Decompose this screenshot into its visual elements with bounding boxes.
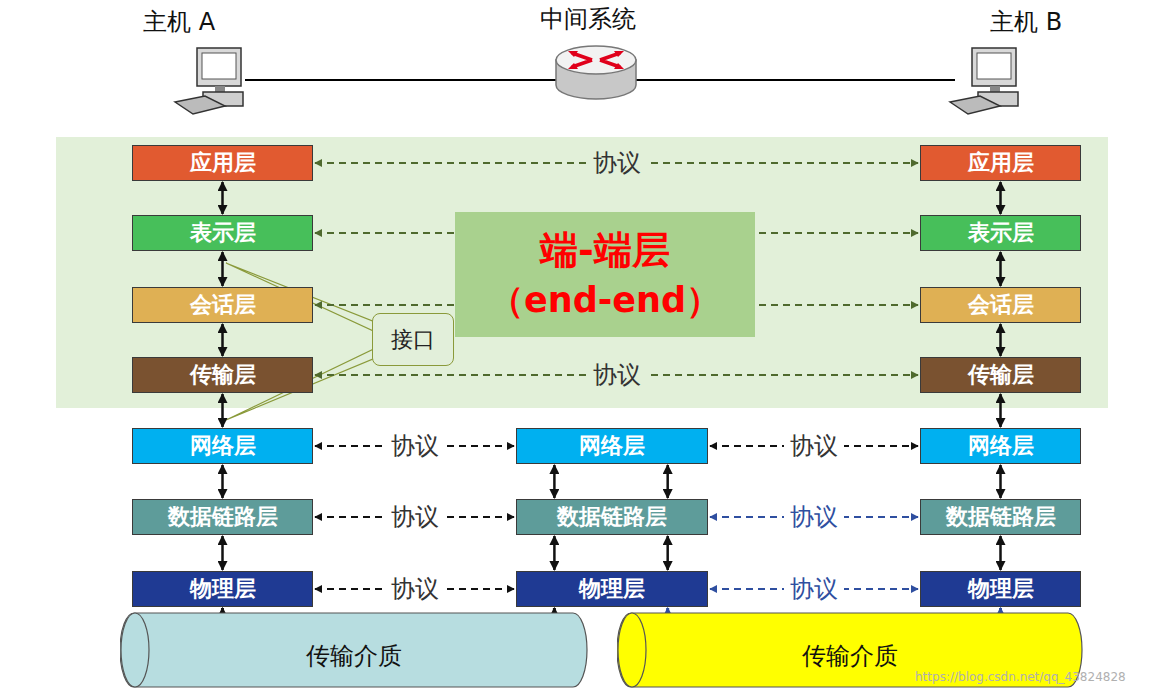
interface-arrow: [221, 324, 224, 356]
end-end-title: 端-端层: [540, 225, 670, 276]
end-end-title: （end-end）: [489, 277, 721, 324]
protocol-label: 协议: [784, 573, 844, 605]
layer-name: 物理层: [579, 574, 645, 604]
layer-box: 会话层: [132, 287, 313, 323]
layer-name: 会话层: [968, 290, 1034, 320]
layer-box: 物理层: [920, 571, 1081, 607]
layer-name: 物理层: [968, 574, 1034, 604]
layer-box: 应用层: [920, 145, 1081, 181]
layer-name: 表示层: [190, 218, 256, 248]
interface-arrow: [999, 394, 1002, 427]
host-label: 主机 A: [143, 6, 215, 38]
layer-box: 应用层: [132, 145, 313, 181]
interface-arrow: [221, 182, 224, 214]
layer-box: 数据链路层: [516, 499, 708, 535]
system-label: 中间系统: [540, 3, 636, 35]
layer-box: 数据链路层: [132, 499, 313, 535]
cylinder-body: [120, 613, 587, 687]
layer-name: 传输层: [190, 360, 256, 390]
layer-name: 会话层: [190, 290, 256, 320]
watermark: https://blog.csdn.net/qq_43824828: [915, 670, 1126, 684]
layer-name: 数据链路层: [168, 502, 278, 532]
protocol-label: 协议: [385, 430, 445, 462]
layer-box: 传输层: [132, 357, 313, 393]
layer-name: 传输层: [968, 360, 1034, 390]
cylinder-end: [121, 613, 149, 687]
cylinder-end: [618, 613, 646, 687]
interface-arrow: [999, 182, 1002, 214]
interface-callout: 接口: [372, 313, 454, 366]
interface-arrow: [553, 536, 556, 570]
layer-box: 会话层: [920, 287, 1081, 323]
layer-name: 网络层: [190, 431, 256, 461]
router-icon: [556, 46, 636, 99]
interface-arrow: [221, 394, 224, 427]
interface-arrow: [999, 324, 1002, 356]
layer-name: 物理层: [190, 574, 256, 604]
layer-box: 物理层: [516, 571, 708, 607]
protocol-label: 协议: [784, 430, 844, 462]
layer-name: 数据链路层: [946, 502, 1056, 532]
interface-arrow: [999, 465, 1002, 498]
end-end-box: 端-端层（end-end）: [455, 212, 755, 337]
protocol-label: 协议: [784, 501, 844, 533]
interface-arrow: [999, 252, 1002, 286]
medium-name: 传输介质: [306, 640, 402, 672]
layer-box: 网络层: [132, 428, 313, 464]
interface-arrow: [553, 465, 556, 498]
layer-box: 网络层: [920, 428, 1081, 464]
medium-cylinder: 传输介质: [120, 612, 588, 688]
protocol-label: 协议: [385, 573, 445, 605]
layer-name: 表示层: [968, 218, 1034, 248]
protocol-label: 协议: [587, 147, 647, 179]
layer-box: 传输层: [920, 357, 1081, 393]
host-label: 主机 B: [990, 6, 1062, 38]
protocol-label: 协议: [587, 359, 647, 391]
layer-name: 网络层: [579, 431, 645, 461]
interface-arrow: [666, 465, 669, 498]
end-end-band: [56, 137, 1108, 408]
interface-arrow: [666, 536, 669, 570]
callout-text: 接口: [391, 325, 435, 355]
interface-arrow: [221, 536, 224, 570]
layer-name: 数据链路层: [557, 502, 667, 532]
computer-icon: [175, 48, 243, 114]
layer-box: 表示层: [920, 215, 1081, 251]
computer-icon: [950, 48, 1018, 114]
protocol-label: 协议: [385, 501, 445, 533]
interface-arrow: [999, 536, 1002, 570]
layer-box: 表示层: [132, 215, 313, 251]
interface-arrow: [221, 252, 224, 286]
medium-name: 传输介质: [802, 640, 898, 672]
interface-arrow: [221, 465, 224, 498]
layer-name: 应用层: [968, 148, 1034, 178]
layer-name: 网络层: [968, 431, 1034, 461]
layer-name: 应用层: [190, 148, 256, 178]
layer-box: 物理层: [132, 571, 313, 607]
layer-box: 网络层: [516, 428, 708, 464]
layer-box: 数据链路层: [920, 499, 1081, 535]
